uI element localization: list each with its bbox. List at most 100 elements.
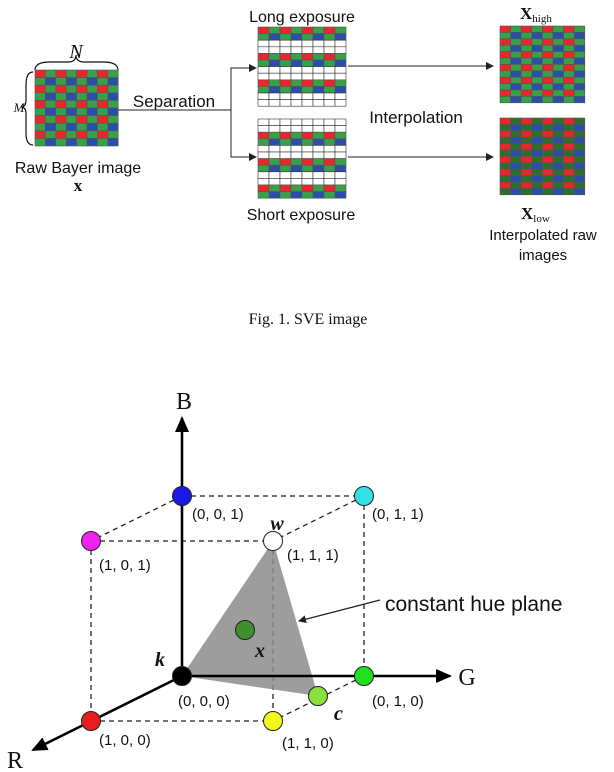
grid-cell — [290, 151, 303, 159]
grid-cell — [34, 122, 46, 132]
grid-cell — [499, 149, 511, 157]
grid-cell — [34, 138, 46, 147]
plane-label: constant hue plane — [385, 593, 562, 616]
grid-cell — [290, 125, 303, 133]
grid-cell — [334, 86, 347, 94]
grid-cell — [334, 92, 347, 100]
grid-cell — [531, 175, 543, 183]
grid-cell — [268, 158, 281, 166]
grid-cell — [323, 92, 336, 100]
grid-cell — [552, 38, 564, 46]
grid-cell — [107, 77, 119, 86]
grid-cell — [542, 162, 554, 170]
grid-cell — [520, 83, 533, 91]
grid-cell — [510, 44, 522, 52]
grid-cell — [268, 92, 281, 100]
grid-cell — [323, 66, 336, 74]
grid-cell — [279, 118, 292, 126]
grid-cell — [301, 79, 314, 87]
grid-cell — [323, 125, 336, 133]
grid-cell — [279, 33, 292, 41]
grid-cell — [542, 124, 554, 132]
vertex-green — [354, 666, 374, 686]
grid-cell — [499, 83, 511, 91]
grid-cell — [563, 156, 575, 164]
grid-cell — [531, 51, 543, 59]
grid-cell — [65, 122, 77, 132]
grid-cell — [323, 171, 336, 179]
plane-label-arrow — [298, 599, 381, 624]
grid-cell — [531, 162, 543, 170]
grid-cell — [97, 92, 109, 101]
grid-cell — [334, 66, 347, 74]
grid-cell — [312, 118, 325, 126]
grid-cell — [552, 76, 564, 84]
grid-cell — [268, 72, 281, 81]
fig1-caption: Fig. 1. SVE image — [249, 311, 368, 328]
grid-cell — [323, 158, 336, 166]
grid-cell — [301, 151, 314, 159]
grid-cell — [552, 89, 564, 97]
grid-cell — [55, 107, 67, 116]
grid-cell — [312, 39, 325, 48]
grid-cell — [290, 191, 303, 199]
axis-r-label: R — [7, 748, 23, 772]
grid-cell — [510, 136, 522, 144]
grid-cell — [279, 164, 292, 173]
grid-cell — [531, 188, 543, 196]
n-label: N — [68, 41, 84, 63]
grid-cell — [257, 138, 270, 146]
grid-cell — [312, 164, 325, 173]
axis-b-label: B — [176, 389, 192, 415]
cube-vertices: cx(0, 0, 0)k(0, 0, 1)(0, 1, 0)(1, 0, 0)(… — [81, 486, 424, 752]
grid-cell — [499, 89, 511, 97]
grid-cell — [268, 178, 281, 186]
fig1-sve-diagram: N M Raw Bayer image x Separation Long ex… — [13, 4, 597, 328]
grid-cell — [573, 44, 586, 52]
grid-cell — [563, 89, 575, 97]
grid-cell — [573, 76, 586, 84]
grid-cell — [97, 100, 109, 109]
grid-cell — [34, 69, 46, 78]
grid-cell — [563, 188, 575, 196]
grid-cell — [279, 145, 292, 153]
grid-cell — [531, 83, 543, 91]
grid-cell — [531, 124, 543, 132]
grid-cell — [499, 124, 511, 132]
vertex-yellow — [263, 711, 283, 731]
grid-cell — [34, 107, 46, 116]
grid-cell — [552, 143, 564, 151]
grid-cell — [542, 130, 554, 138]
grid-cell — [542, 25, 554, 33]
grid-cell — [531, 64, 543, 72]
grid-cell — [542, 89, 554, 97]
grid-cell — [552, 156, 564, 164]
grid-cell — [268, 46, 281, 54]
grid-cell — [323, 145, 336, 153]
grid-cell — [45, 84, 57, 94]
grid-cell — [334, 125, 347, 133]
grid-cell — [334, 46, 347, 54]
grid-cell — [531, 89, 543, 97]
grid-cell — [552, 188, 564, 196]
grid-cell — [268, 145, 281, 153]
grid-cell — [510, 96, 522, 104]
grid-cell — [563, 136, 575, 144]
vertex-green-coord: (0, 1, 0) — [372, 693, 424, 710]
grid-cell — [563, 44, 575, 52]
grid-cell — [510, 149, 522, 157]
grid-cell — [257, 59, 270, 67]
grid-cell — [334, 99, 347, 107]
grid-cell — [573, 25, 586, 33]
grid-cell — [573, 149, 586, 157]
grid-cell — [45, 122, 57, 132]
grid-cell — [97, 77, 109, 86]
grid-cell — [323, 178, 336, 186]
grid-cell — [334, 191, 347, 199]
grid-cell — [279, 178, 292, 186]
grid-cell — [510, 181, 522, 189]
grid-cell — [301, 158, 314, 166]
grid-cell — [573, 143, 586, 151]
grid-cell — [531, 96, 543, 104]
vertex-blue-coord: (0, 0, 1) — [192, 506, 244, 523]
